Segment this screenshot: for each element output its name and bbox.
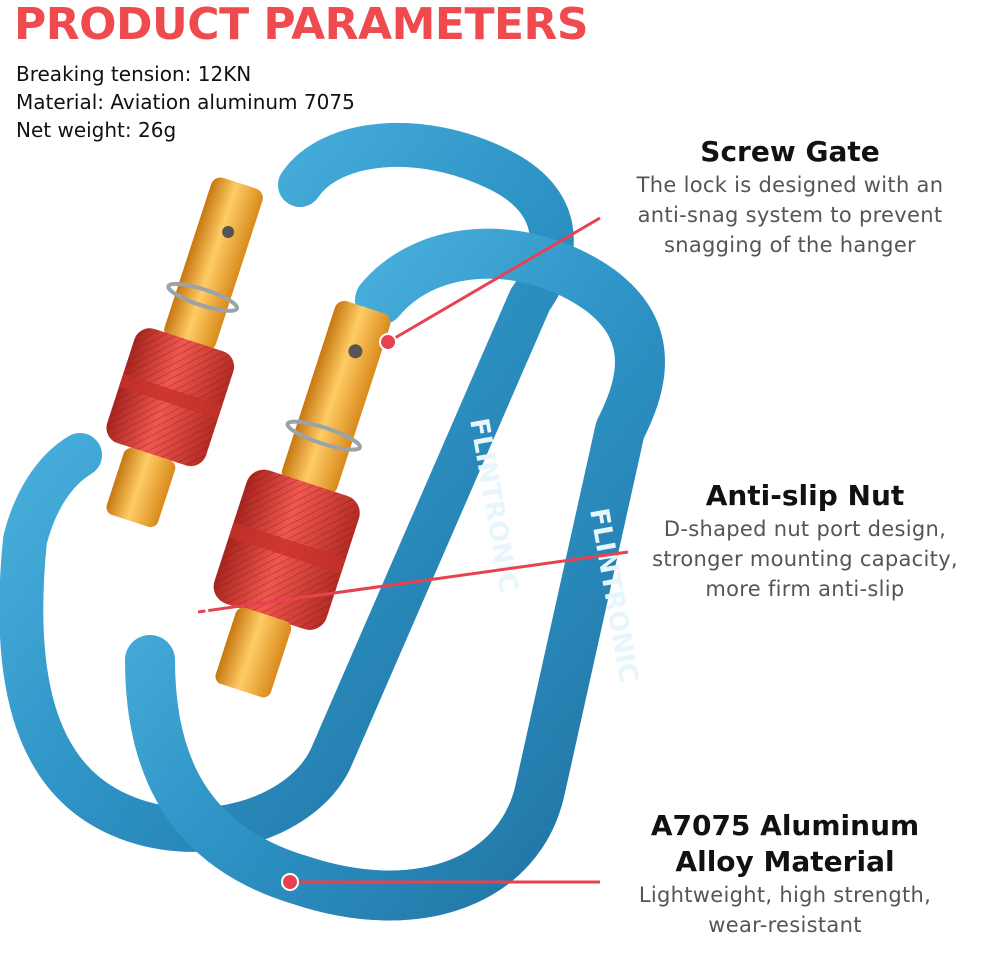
feature-title: Anti-slip Nut xyxy=(705,479,905,512)
feature-desc-line: D-shaped nut port design, xyxy=(663,517,947,541)
feature-alloy-material: A7075 Aluminum Alloy Material Lightweigh… xyxy=(600,808,970,940)
callout-anti-slip-nut xyxy=(187,550,629,623)
feature-desc-line: The lock is designed with an xyxy=(636,173,944,197)
feature-desc-line: Lightweight, high strength, xyxy=(638,883,932,907)
callout-screw-gate xyxy=(379,216,601,351)
callout-alloy-material xyxy=(281,873,600,891)
back-carabiner xyxy=(0,122,574,852)
spec-breaking-tension: Breaking tension: 12KN xyxy=(16,62,252,86)
feature-desc-line: more firm anti-slip xyxy=(705,577,905,601)
spec-net-weight: Net weight: 26g xyxy=(16,118,177,142)
feature-title: Alloy Material xyxy=(675,845,895,878)
feature-title: A7075 Aluminum xyxy=(650,809,920,842)
feature-desc-line: stronger mounting capacity, xyxy=(652,547,958,571)
feature-desc-line: anti-snag system to prevent xyxy=(637,203,943,227)
feature-anti-slip-nut: Anti-slip Nut D-shaped nut port design, … xyxy=(625,478,985,604)
page-title: PRODUCT PARAMETERS xyxy=(14,0,589,50)
feature-desc-line: wear-resistant xyxy=(708,913,862,937)
feature-screw-gate: Screw Gate The lock is designed with an … xyxy=(600,134,980,260)
feature-title: Screw Gate xyxy=(700,135,880,168)
spec-list: Breaking tension: 12KN Material: Aviatio… xyxy=(16,60,355,144)
spec-material: Material: Aviation aluminum 7075 xyxy=(16,90,355,114)
feature-desc-line: snagging of the hanger xyxy=(664,233,916,257)
